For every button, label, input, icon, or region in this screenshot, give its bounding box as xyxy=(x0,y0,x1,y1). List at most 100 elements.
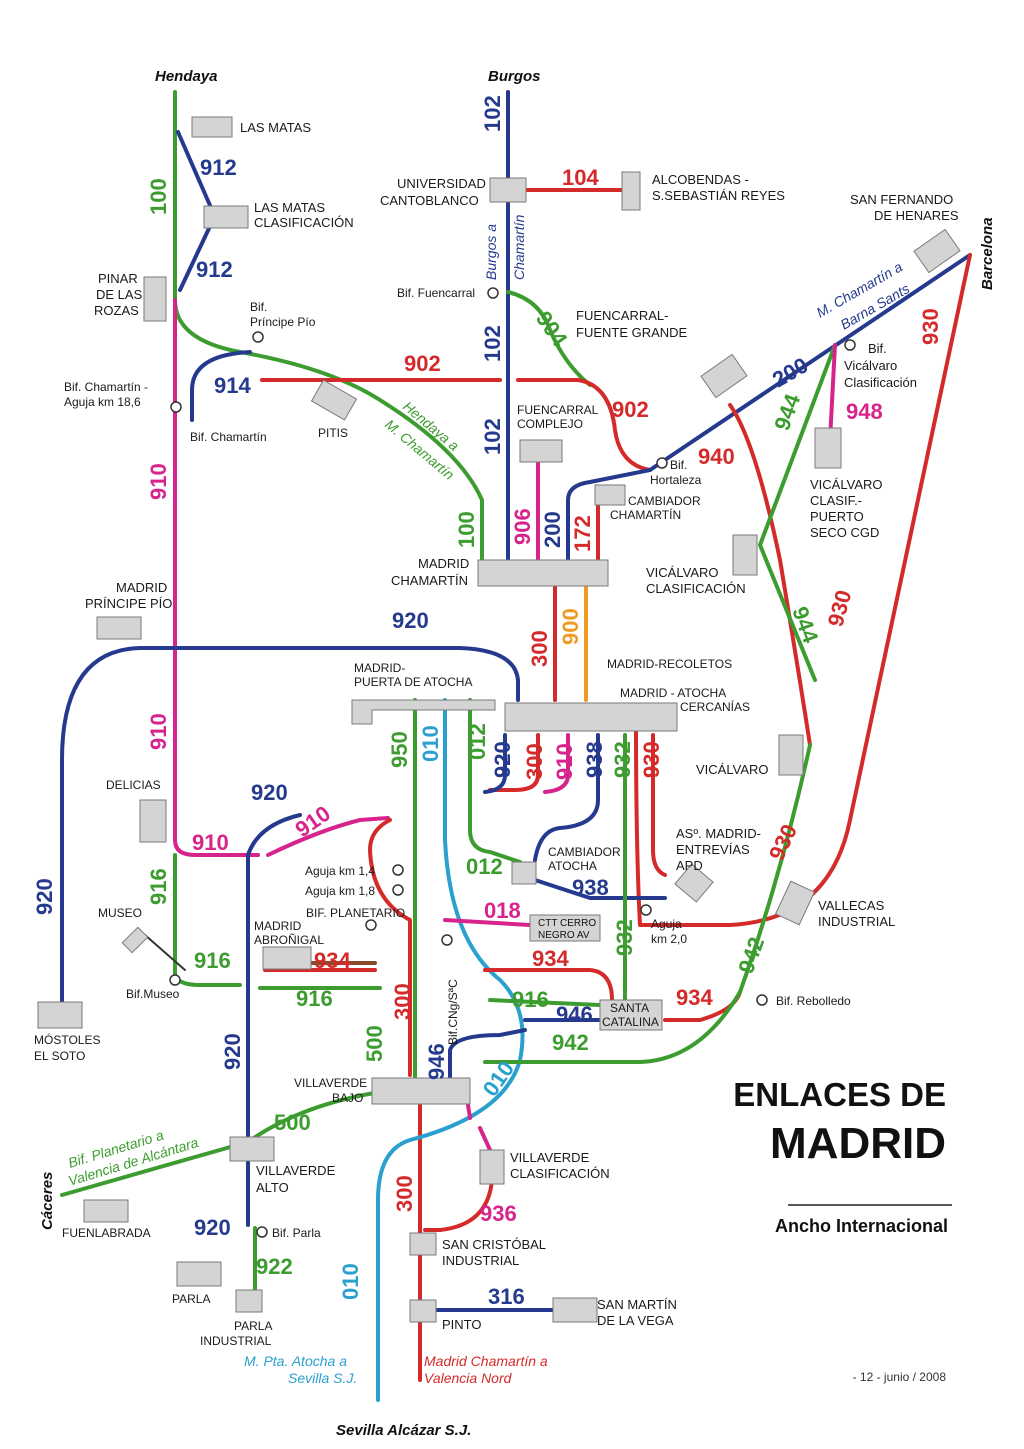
node-bif-principe xyxy=(252,331,264,343)
num-948: 948 xyxy=(846,399,883,424)
num-942-a: 942 xyxy=(733,934,769,977)
line-936-c xyxy=(423,1178,494,1232)
num-938-a: 938 xyxy=(582,741,607,778)
station-block-cambiador-at xyxy=(511,861,537,885)
station-block-museo xyxy=(121,926,149,954)
num-104: 104 xyxy=(562,165,599,190)
line-912-b xyxy=(178,220,214,292)
node-bif-cngs xyxy=(441,934,453,946)
line-300-b xyxy=(488,733,540,792)
num-904: 904 xyxy=(531,307,573,352)
label-bif-cngs: Bif.CNg/SªC xyxy=(446,979,460,1045)
station-block-univ xyxy=(489,177,527,203)
label-villaverde-alto-1: VILLAVERDE xyxy=(256,1163,336,1178)
label-aguja-20-1: Aguja xyxy=(651,917,682,931)
num-946-a: 946 xyxy=(556,1002,593,1027)
num-934-a: 934 xyxy=(314,948,351,973)
label-fuencarral-c-2: COMPLEJO xyxy=(517,417,583,431)
station-block-vicalvaro-clasif xyxy=(732,534,758,576)
dest-barcelona: Barcelona xyxy=(979,217,996,290)
station-block-entrevias xyxy=(674,863,714,903)
label-atocha-cerc-2: CERCANÍAS xyxy=(680,699,750,714)
num-934-c: 934 xyxy=(676,985,713,1010)
num-316: 316 xyxy=(488,1284,525,1309)
num-920-e: 920 xyxy=(220,1033,245,1070)
node-aguja-20 xyxy=(640,904,652,916)
station-block-san-fernando xyxy=(913,228,961,274)
label-aguja-14: Aguja km 1,4 xyxy=(305,864,375,878)
label-entrevias-2: ENTREVÍAS xyxy=(676,842,750,857)
title-line-1: ENLACES DE xyxy=(733,1076,946,1113)
label-villaverde-clas-2: CLASIFICACIÓN xyxy=(510,1166,610,1181)
num-012-b: 012 xyxy=(466,854,503,879)
node-bif-hortaleza xyxy=(656,457,668,469)
num-010-a: 010 xyxy=(418,725,443,762)
line-100 xyxy=(173,90,484,564)
num-930-c: 930 xyxy=(639,741,664,778)
label-principe-pio-2: PRÍNCIPE PÍO xyxy=(85,596,172,611)
dest-burgos: Burgos xyxy=(488,68,541,85)
num-102-a: 102 xyxy=(480,95,505,132)
num-018: 018 xyxy=(484,898,521,923)
label-aguja-18: Aguja km 1,8 xyxy=(305,884,375,898)
num-920-b: 920 xyxy=(490,741,515,778)
line-910-b xyxy=(266,816,390,857)
num-920-a: 920 xyxy=(392,608,429,633)
dest-sevilla: Sevilla Alcázar S.J. xyxy=(336,1422,471,1439)
line-910-c xyxy=(543,733,570,794)
junction-labels: Bif. Fuencarral Bif. Príncipe Pío Bif. C… xyxy=(64,286,917,1240)
label-principe-pio-1: MADRID xyxy=(116,580,167,595)
label-vicalvaro-clas-1: VICÁLVARO xyxy=(810,477,882,492)
label-univ-1: UNIVERSIDAD xyxy=(397,176,486,191)
num-172: 172 xyxy=(570,515,595,552)
station-block-alcobendas xyxy=(621,171,641,211)
label-fuenlabrada: FUENLABRADA xyxy=(62,1226,151,1240)
label-parla-ind-1: PARLA xyxy=(234,1319,272,1333)
line-946-b xyxy=(448,1028,527,1080)
note-chamartin-valencia-2: Valencia Nord xyxy=(424,1370,513,1386)
label-ctt-2: NEGRO AV xyxy=(538,930,590,941)
num-100-b: 100 xyxy=(454,511,479,548)
label-fg-1: FUENCARRAL- xyxy=(576,308,668,323)
label-villaverde-bajo-1: VILLAVERDE xyxy=(294,1076,367,1090)
title-subtitle: Ancho Internacional xyxy=(775,1216,948,1236)
station-block-principe-pio xyxy=(96,616,142,640)
label-san-cristobal-1: SAN CRISTÓBAL xyxy=(442,1237,546,1252)
num-920-c: 920 xyxy=(251,780,288,805)
label-pitis: PITIS xyxy=(318,426,348,440)
label-bif-vicalvaro-2: Vicálvaro xyxy=(844,358,897,373)
label-bif-principe-2: Príncipe Pío xyxy=(250,315,316,329)
station-block-parla-ind xyxy=(235,1289,263,1313)
node-bif-fuencarral xyxy=(487,287,499,299)
label-villaverde-bajo-2: BAJO xyxy=(332,1091,363,1105)
station-block-parla xyxy=(176,1261,222,1287)
node-aguja-14 xyxy=(392,864,404,876)
line-010 xyxy=(376,698,525,1402)
num-100-a: 100 xyxy=(146,178,171,215)
label-vicalvaro-clas-4: SECO CGD xyxy=(810,525,879,540)
label-san-fernando-2: DE HENARES xyxy=(874,208,959,223)
label-chamartin-2: CHAMARTÍN xyxy=(391,573,468,588)
line-936-b xyxy=(478,1126,492,1152)
num-500-b: 500 xyxy=(274,1110,311,1135)
line-500 xyxy=(246,1090,382,1144)
label-delicias: DELICIAS xyxy=(106,778,161,792)
label-bif-chamartin-aguja-1: Bif. Chamartín - xyxy=(64,380,148,394)
node-bif-vicalvaro xyxy=(844,339,856,351)
num-300-d: 300 xyxy=(392,1175,417,1212)
num-938-b: 938 xyxy=(572,875,609,900)
label-vallecas-2: INDUSTRIAL xyxy=(818,914,895,929)
label-las-matas: LAS MATAS xyxy=(240,120,311,135)
station-block-santa-catalina xyxy=(599,999,663,1031)
num-102-c: 102 xyxy=(480,418,505,455)
num-920-f: 920 xyxy=(194,1215,231,1240)
num-910-d: 910 xyxy=(291,801,335,843)
line-938 xyxy=(533,733,600,862)
line-902-b xyxy=(516,378,652,472)
line-920-b xyxy=(246,813,302,1227)
label-bif-principe-1: Bif. xyxy=(250,300,267,314)
station-block-ctt xyxy=(529,914,601,942)
rail-lines xyxy=(60,90,972,1402)
line-916-c xyxy=(488,998,602,1007)
line-904 xyxy=(506,290,592,387)
